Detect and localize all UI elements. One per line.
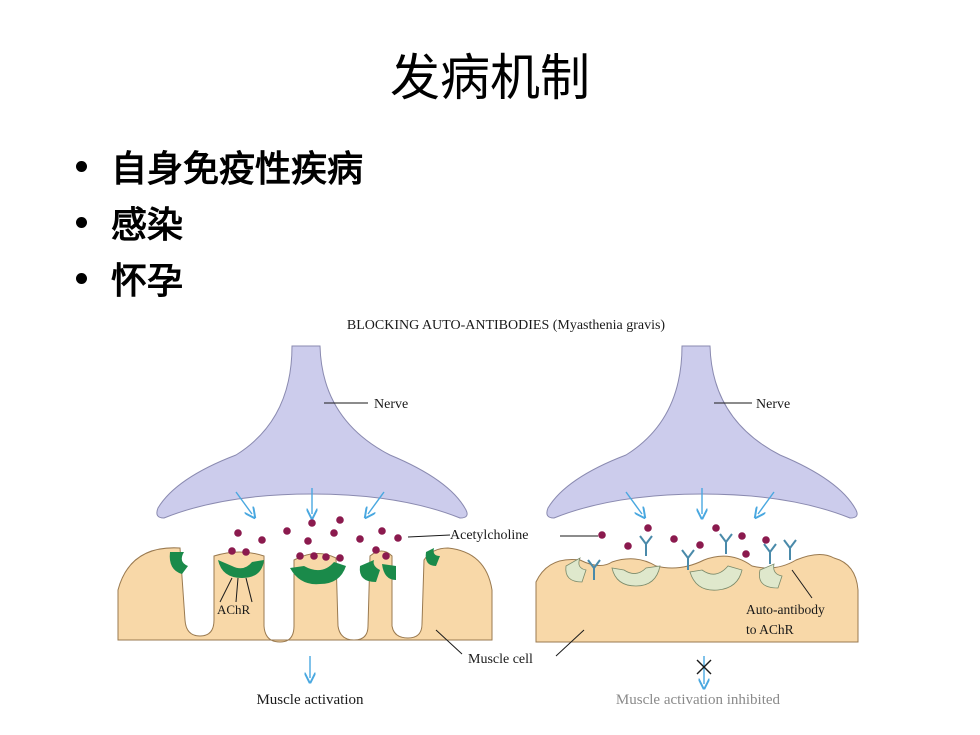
muscle-activation-label: Muscle activation [256,692,364,708]
auto-antibodies [587,533,797,580]
bullet-dot-icon [76,272,87,284]
right-panel: Nerve Auto-antibody to AChR Muscle activ… [535,345,859,708]
inhibited-arrow-icon [696,656,712,684]
achr-receptor [382,564,396,580]
acetylcholine-molecules [228,516,402,562]
auto-antibody-label: Auto-antibody [746,602,825,617]
achr-receptor [169,552,188,574]
muscle-cell-left [117,547,493,643]
release-arrows-right [625,488,775,514]
left-panel: Nerve AChR Muscle activation [117,345,493,708]
blocked-receptors [565,557,783,591]
bullet-item: 自身免疫性疾病 [72,138,363,194]
bullet-item: 感染 [72,194,363,250]
achr-label: AChR [217,602,251,617]
release-arrows [235,488,385,514]
bullet-text: 自身免疫性疾病 [111,149,364,190]
bullet-dot-icon [76,216,87,228]
bullet-list: 自身免疫性疾病 感染 怀孕 [72,138,363,306]
bullet-text: 怀孕 [111,261,184,302]
muscle-cell-label: Muscle cell [468,652,533,667]
muscle-cell-right [535,554,859,643]
achr-receptor [290,562,346,585]
acetylcholine-label: Acetylcholine [450,528,529,543]
nerve-label-right: Nerve [756,397,790,412]
muscle-activation-inhibited-label: Muscle activation inhibited [616,692,781,708]
bullet-dot-icon [76,160,87,172]
nerve-label-left: Nerve [374,397,408,412]
bullet-item: 怀孕 [72,250,363,306]
achr-receptor [425,548,440,566]
acetylcholine-molecules-right [598,524,770,558]
auto-antibody-label-line2: to AChR [746,622,794,637]
achr-receptor [359,560,380,582]
figure-caption: BLOCKING AUTO-ANTIBODIES (Myasthenia gra… [347,318,666,333]
bullet-text: 感染 [111,205,184,246]
achr-receptor [218,560,264,578]
slide-title: 发病机制 [390,49,590,107]
